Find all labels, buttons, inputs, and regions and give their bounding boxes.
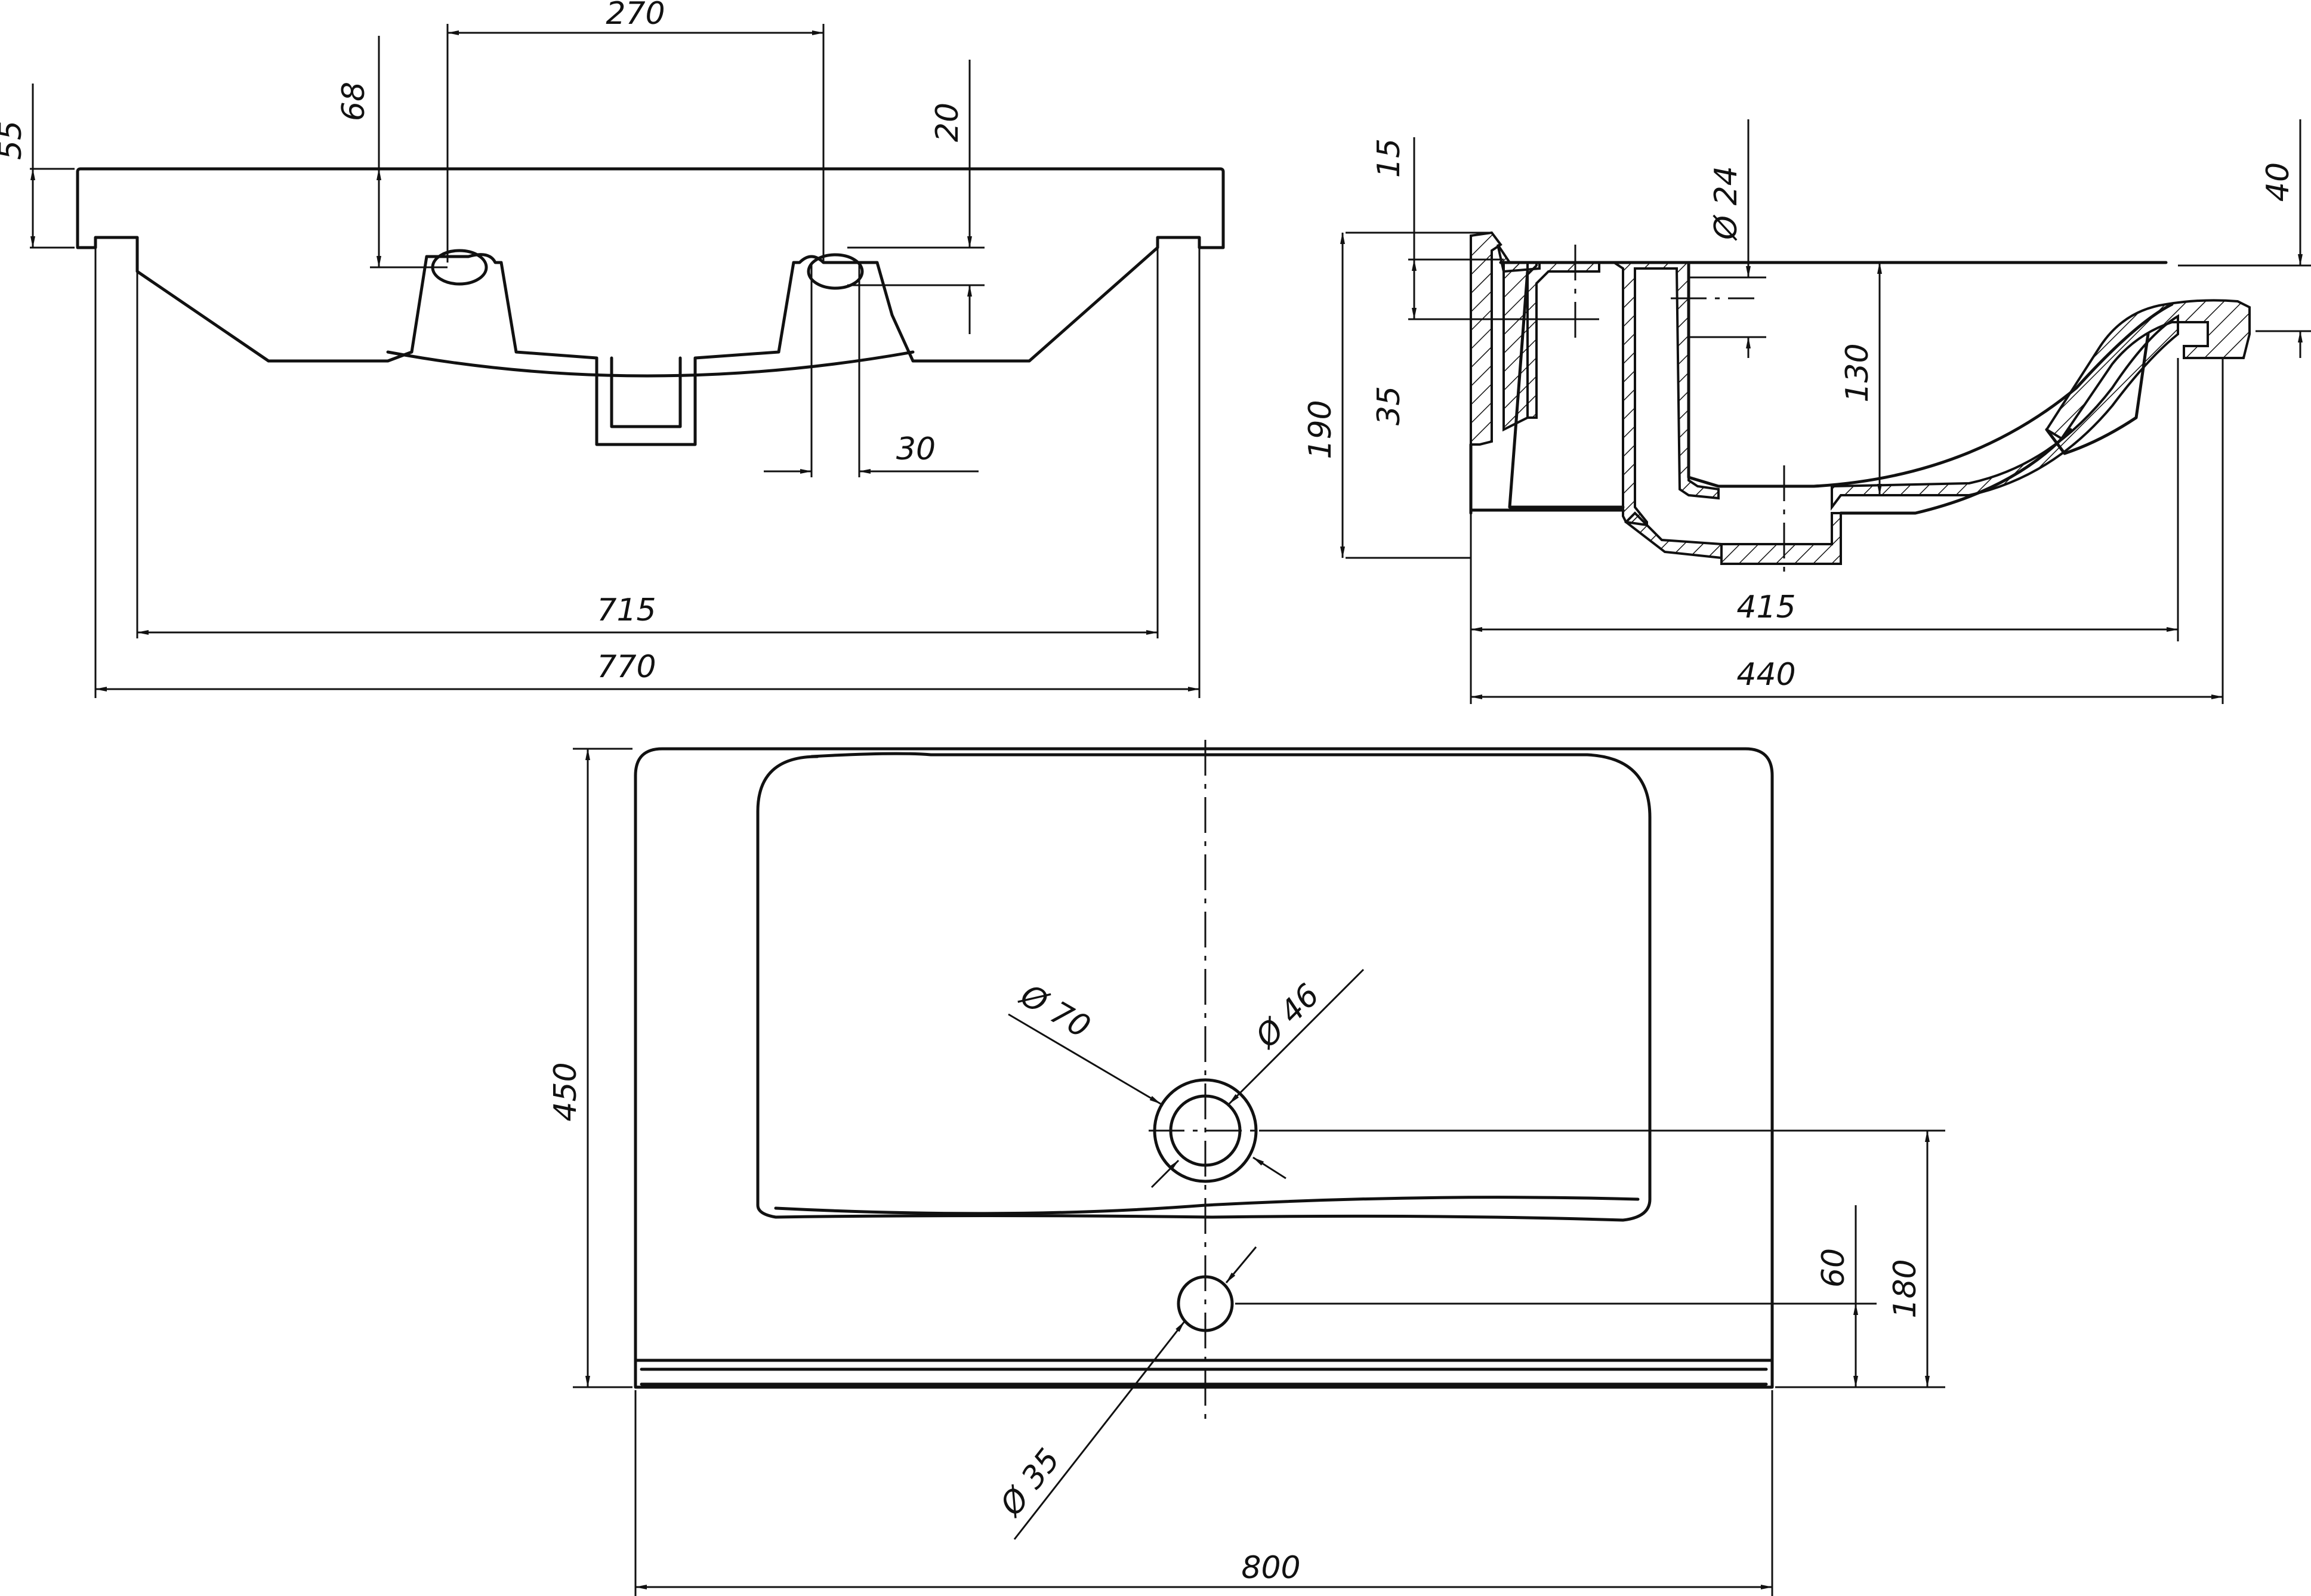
side-view: 15 35 190 Ø 24 130 40 415 440 xyxy=(1303,119,2311,704)
side-view-inner-wall xyxy=(1502,261,1529,432)
top-view-outline xyxy=(634,747,1774,1389)
dim-450: 450 xyxy=(548,1062,584,1121)
dim-30: 30 xyxy=(896,431,936,467)
side-view-base xyxy=(1469,443,1625,515)
side-view-pedestal xyxy=(1508,270,1625,509)
dim-15: 15 xyxy=(1371,138,1407,178)
front-view: 270 68 55 20 30 715 770 xyxy=(0,0,1225,698)
dim-60: 60 xyxy=(1816,1248,1852,1288)
dim-d46: Ø 46 xyxy=(1248,977,1326,1055)
side-view-bowl-inner xyxy=(1687,261,2174,488)
dim-d24: Ø 24 xyxy=(1708,166,1744,241)
dim-715: 715 xyxy=(597,592,656,628)
dim-415: 415 xyxy=(1736,589,1795,625)
dim-68: 68 xyxy=(336,82,372,121)
dim-770: 770 xyxy=(597,649,656,685)
dim-35: 35 xyxy=(1371,386,1407,425)
top-view-bowl-front-curve xyxy=(774,1196,1640,1215)
side-view-back-wall xyxy=(1470,231,1502,446)
front-view-drain-inner xyxy=(610,356,682,428)
front-view-outline xyxy=(76,167,1225,446)
front-view-bowl-bottom xyxy=(386,350,915,378)
dim-180: 180 xyxy=(1887,1259,1923,1318)
dim-190: 190 xyxy=(1303,400,1338,459)
front-view-slot-right xyxy=(807,253,864,290)
dim-20: 20 xyxy=(930,103,965,142)
top-view-bowl xyxy=(756,752,1652,1222)
top-view-front-edge xyxy=(634,1359,1774,1386)
side-view-overflow-channel xyxy=(1526,261,1600,419)
side-view-drain-body xyxy=(1720,512,1842,565)
side-view-front-inner xyxy=(2045,332,2150,455)
dim-270: 270 xyxy=(606,0,665,32)
top-view: 450 Ø 70 Ø 46 60 180 Ø 35 800 xyxy=(548,740,1945,1596)
dim-40: 40 xyxy=(2260,162,2296,202)
side-view-front-lip xyxy=(2045,299,2251,440)
dim-d35: Ø 35 xyxy=(993,1442,1067,1523)
dim-800: 800 xyxy=(1241,1550,1300,1586)
side-view-drain-flange xyxy=(1624,511,1723,560)
side-view-bowl-bottom xyxy=(1839,428,2072,515)
side-view-bowl-wall xyxy=(1610,261,1720,527)
dim-440: 440 xyxy=(1736,657,1795,693)
dim-55: 55 xyxy=(0,121,29,160)
dim-130: 130 xyxy=(1840,343,1875,402)
dim-d70: Ø 70 xyxy=(1013,977,1096,1045)
